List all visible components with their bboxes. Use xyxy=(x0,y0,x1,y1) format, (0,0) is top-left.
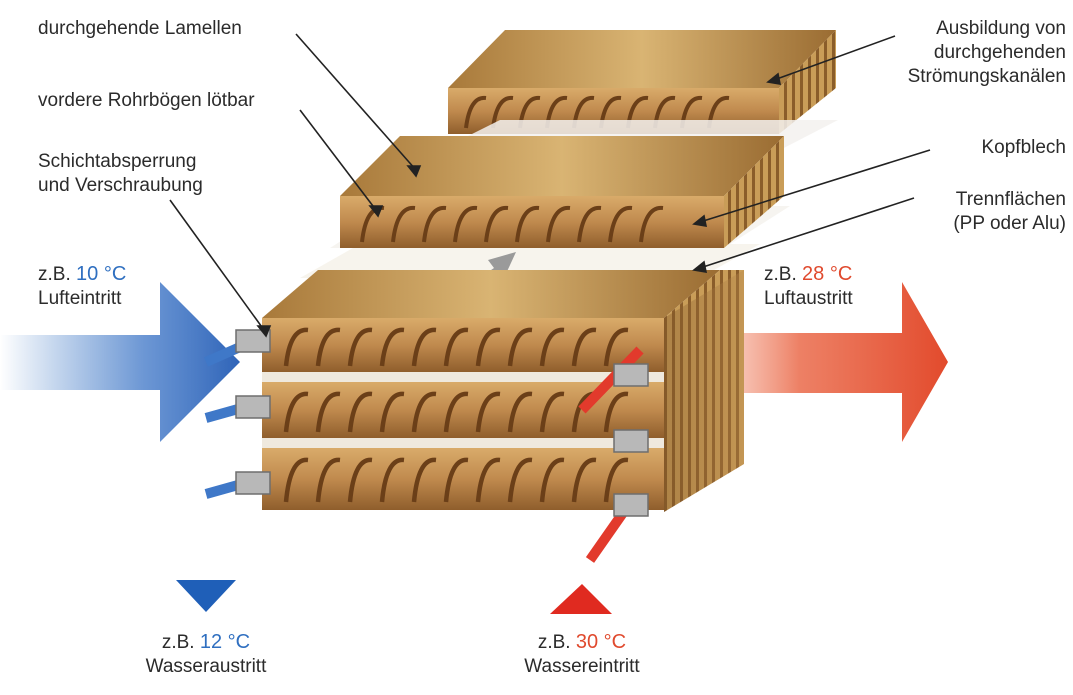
label-vordere-rohrboegen: vordere Rohrbögen lötbar xyxy=(38,90,255,111)
label-schicht-line2: und Verschraubung xyxy=(38,175,203,196)
water-inlet-label: z.B. 30 °C Wassereintritt xyxy=(482,630,682,679)
air-outlet-prefix: z.B. xyxy=(764,264,797,285)
cold-water-piping xyxy=(176,329,271,612)
water-inlet-prefix: z.B. xyxy=(537,632,571,653)
air-inlet-arrow xyxy=(0,282,240,442)
air-inlet-temp: 10 °C xyxy=(76,263,127,285)
label-durchgehende-lamellen: durchgehende Lamellen xyxy=(38,18,242,39)
water-outlet-label: z.B. 12 °C Wasseraustritt xyxy=(106,630,306,679)
label-ausbildung-stroemungskanaele: Ausbildung von durchgehenden Strömungska… xyxy=(908,17,1066,89)
water-outlet-arrowhead xyxy=(176,580,236,612)
main-fin-block xyxy=(262,270,744,512)
label-trenn-line2: (PP oder Alu) xyxy=(953,213,1066,234)
layer-1-front xyxy=(262,318,664,372)
air-outlet-temp: 28 °C xyxy=(802,263,853,285)
label-trenn-line1: Trennflächen xyxy=(955,189,1066,210)
label-ausbildung-line1: Ausbildung von xyxy=(936,18,1066,39)
label-kopfblech: Kopfblech xyxy=(981,137,1066,158)
separator-sheet-3 xyxy=(300,244,760,278)
middle-block-tubes xyxy=(360,205,664,243)
air-inlet-label: z.B. 10 °C Lufteintritt xyxy=(38,262,126,311)
water-inlet-text: Wassereintritt xyxy=(524,656,640,677)
middle-fin-block xyxy=(340,136,784,248)
air-outlet-text: Luftaustritt xyxy=(764,288,853,309)
hot-water-piping xyxy=(550,346,649,614)
water-outlet-text: Wasseraustritt xyxy=(145,656,267,677)
air-inlet-text: Lufteintritt xyxy=(38,288,122,309)
water-outlet-temp: 12 °C xyxy=(199,631,251,653)
label-trennflaechen: Trennflächen (PP oder Alu) xyxy=(953,188,1066,236)
label-schicht-line1: Schichtabsperrung xyxy=(38,151,197,172)
leader-lines xyxy=(169,33,931,338)
main-block-tubes xyxy=(283,327,629,503)
water-outlet-prefix: z.B. xyxy=(161,632,195,653)
air-outlet-arrow xyxy=(700,282,948,442)
water-inlet-arrowhead xyxy=(550,584,612,614)
label-ausbildung-line2: durchgehenden xyxy=(933,42,1066,63)
air-inlet-prefix: z.B. xyxy=(38,264,71,285)
label-ausbildung-line3: Strömungskanälen xyxy=(907,66,1066,87)
air-outlet-label: z.B. 28 °C Luftaustritt xyxy=(764,262,853,311)
label-schichtabsperrung: Schichtabsperrung und Verschraubung xyxy=(38,150,203,198)
water-inlet-temp: 30 °C xyxy=(575,631,627,653)
